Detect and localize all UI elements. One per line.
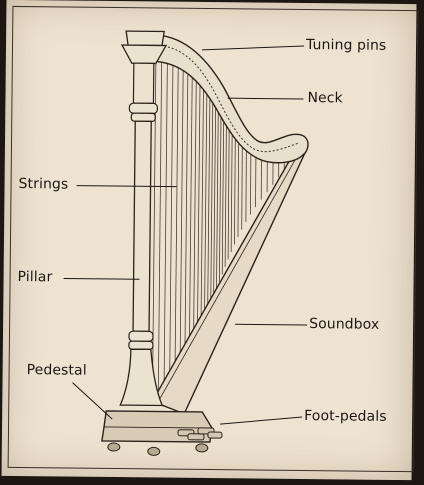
harp-string: [237, 134, 240, 238]
label-strings: Strings: [18, 176, 69, 193]
harp-neck: [145, 34, 309, 164]
harp-string: [216, 99, 219, 290]
harp-string: [200, 74, 205, 327]
label-tuning-pins: Tuning pins: [305, 37, 387, 54]
harp-string: [245, 143, 247, 222]
harp-drawing: [63, 30, 309, 456]
label-pillar: Pillar: [17, 268, 53, 286]
label-foot-pedals: Foot-pedals: [304, 408, 387, 425]
harp-string: [227, 120, 230, 260]
leader-tuning-pins: [201, 45, 305, 51]
leader-foot-pedals: [220, 416, 303, 425]
harp-string: [224, 114, 227, 267]
harp-string: [234, 129, 236, 245]
label-soundbox: Soundbox: [309, 316, 380, 333]
harp-string: [213, 94, 217, 297]
leader-neck: [227, 97, 304, 100]
paper-page: Tuning pins Neck Strings Pillar Soundbox…: [1, 0, 419, 481]
harp-string: [218, 104, 222, 282]
leader-pillar: [63, 277, 140, 280]
harp-string: [221, 109, 225, 275]
leader-soundbox: [235, 323, 308, 326]
leader-strings: [76, 185, 177, 188]
label-pedestal: Pedestal: [26, 362, 87, 379]
tuning-pin-row: [156, 44, 300, 153]
leader-pedestal: [72, 382, 113, 420]
harp-strings: [152, 45, 296, 402]
harp-string: [174, 50, 179, 372]
harp-string: [250, 147, 252, 215]
harp-string: [207, 84, 211, 312]
harp-string: [184, 57, 189, 357]
harp-string: [255, 149, 257, 208]
harp-string: [157, 45, 163, 394]
harp-string: [188, 61, 193, 350]
harp-string: [204, 79, 208, 320]
harp-string: [179, 53, 184, 365]
harp-string: [193, 65, 197, 342]
harp-string: [163, 46, 168, 387]
harp-string: [169, 48, 174, 380]
label-neck: Neck: [307, 90, 343, 107]
harp-string: [230, 125, 233, 252]
harp-string: [197, 69, 201, 335]
harp-string: [210, 89, 214, 305]
foot-pedals: [177, 427, 223, 441]
harp-string: [241, 139, 243, 230]
